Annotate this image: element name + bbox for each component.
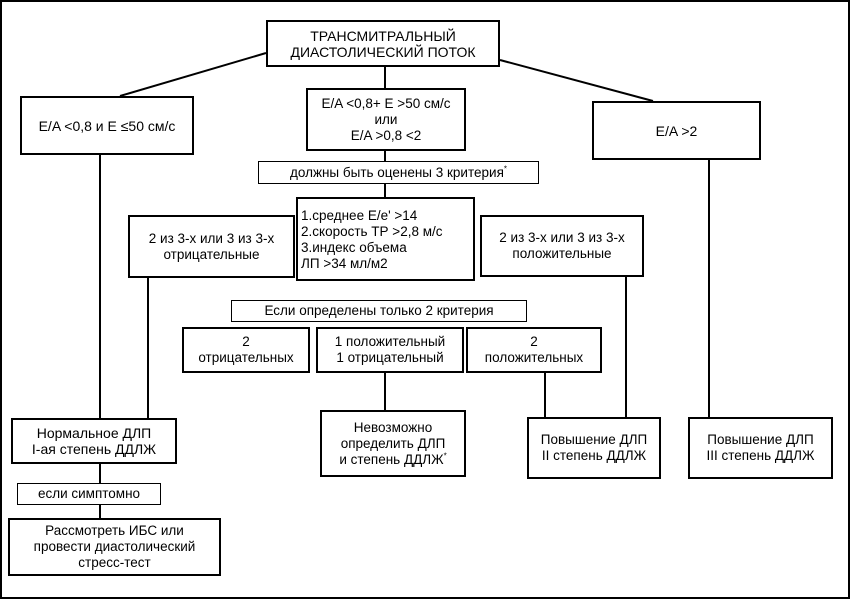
node-positive-2of3: 2 из 3-х или 3 из 3-х положительные — [480, 215, 644, 277]
node-only-two-criteria-text: Если определены только 2 критерия — [264, 303, 494, 318]
node-undetermined-text: Невозможно определить ДЛП и степень ДДЛЖ… — [339, 419, 447, 467]
node-grade-2-text: Повышение ДЛП II степень ДДЛЖ — [540, 432, 648, 463]
node-grade-3-text: Повышение ДЛП III степень ДДЛЖ — [706, 432, 815, 463]
node-grade-3: Повышение ДЛП III степень ДДЛЖ — [688, 417, 833, 479]
edge-root-right — [499, 59, 654, 102]
node-two-positive-text: 2 положительных — [484, 334, 584, 365]
node-undetermined: Невозможно определить ДЛП и степень ДДЛЖ… — [320, 410, 466, 477]
node-one-pos-one-neg: 1 положительный 1 отрицательный — [316, 327, 464, 373]
node-grade-2: Повышение ДЛП II степень ДДЛЖ — [527, 417, 661, 479]
node-two-negative: 2 отрицательных — [182, 327, 310, 373]
node-negative-2of3-text: 2 из 3-х или 3 из 3-х отрицательные — [148, 230, 275, 262]
node-ea-mid-text: E/A <0,8+ E >50 см/с или E/A >0,8 <2 — [321, 95, 451, 143]
node-ea-low: E/A <0,8 и E ≤50 см/с — [20, 96, 194, 155]
node-ea-high-text: E/A >2 — [655, 122, 698, 139]
node-transmitral-flow-text: ТРАНСМИТРАЛЬНЫЙ ДИАСТОЛИЧЕСКИЙ ПОТОК — [290, 27, 476, 60]
node-ea-high: E/A >2 — [592, 101, 761, 160]
node-two-negative-text: 2 отрицательных — [198, 334, 294, 365]
node-consider-ihd-text: Рассмотреть ИБС или провести диастоличес… — [33, 523, 196, 570]
node-positive-2of3-text: 2 из 3-х или 3 из 3-х положительные — [499, 230, 625, 261]
footnote-marker: * — [443, 451, 447, 460]
node-two-positive: 2 положительных — [466, 327, 602, 373]
node-if-symptomatic: если симптомно — [17, 483, 161, 505]
node-ea-mid: E/A <0,8+ E >50 см/с или E/A >0,8 <2 — [306, 88, 466, 151]
node-transmitral-flow: ТРАНСМИТРАЛЬНЫЙ ДИАСТОЛИЧЕСКИЙ ПОТОК — [266, 20, 500, 67]
node-negative-2of3: 2 из 3-х или 3 из 3-х отрицательные — [128, 215, 295, 278]
node-normal-lap-text: Нормальное ДЛП I-ая степень ДДЛЖ — [31, 425, 157, 457]
node-three-criteria-title-text: должны быть оценены 3 критерия* — [289, 164, 507, 180]
node-criteria-list: 1.среднее E/e' >14 2.скорость ТР >2,8 м/… — [296, 197, 475, 281]
footnote-marker: * — [503, 164, 507, 173]
node-normal-lap: Нормальное ДЛП I-ая степень ДДЛЖ — [11, 418, 177, 464]
node-one-pos-one-neg-text: 1 положительный 1 отрицательный — [334, 334, 446, 365]
node-ea-low-text: E/A <0,8 и E ≤50 см/с — [38, 117, 176, 134]
node-criteria-list-text: 1.среднее E/e' >14 2.скорость ТР >2,8 м/… — [301, 208, 443, 271]
node-if-symptomatic-text: если симптомно — [37, 486, 141, 501]
node-consider-ihd: Рассмотреть ИБС или провести диастоличес… — [8, 518, 221, 576]
node-three-criteria-title: должны быть оценены 3 критерия* — [258, 161, 539, 184]
node-only-two-criteria: Если определены только 2 критерия — [231, 300, 527, 322]
edge-root-left — [119, 52, 267, 97]
